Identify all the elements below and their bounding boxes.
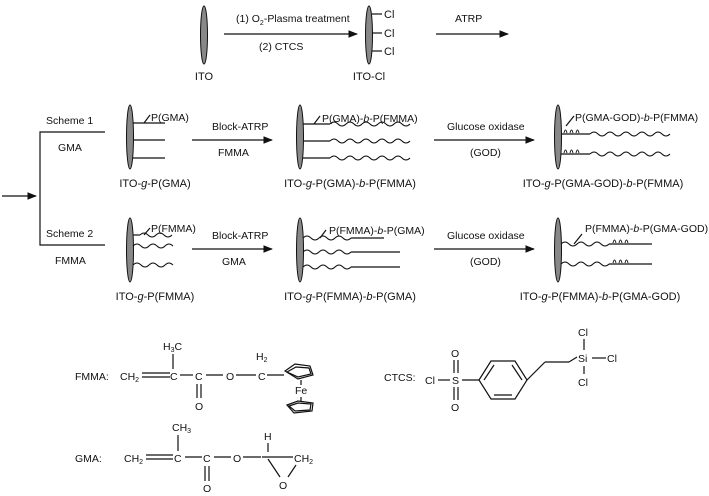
block-atrp-label: Block-ATRP [212, 230, 268, 242]
ito-cl-substrate: Cl Cl Cl ITO-Cl [353, 5, 394, 83]
atrp-label: ATRP [455, 13, 482, 25]
gma-name-label: GMA: [75, 453, 102, 465]
scheme2-ito-g-pfmma-b-pgma: P(FMMA)-b-P(GMA) ITO-g-P(FMMA)-b-P(GMA) [284, 217, 425, 303]
atrp-arrow: ATRP [436, 13, 509, 38]
pgma-chain-label: P(GMA) [151, 112, 189, 124]
ito-substrate: ITO [195, 5, 214, 83]
ch2-atom: CH2 [120, 371, 139, 384]
scheme1-ito-g-pgma-b-pfmma: P(GMA)-b-P(FMMA) ITO-g-P(GMA)-b-P(FMMA) [284, 104, 418, 190]
carbonyl-oxygen-atom: O [203, 483, 211, 495]
epoxide-h-atom: H [264, 431, 272, 443]
scheme2-ito-g-pfmma-b-pgmagod: P(FMMA)-b-P(GMA-GOD) ITO-g-P(FMMA)-b-P(G… [520, 217, 708, 303]
god-label: (GOD) [470, 147, 501, 159]
ester-oxygen-atom: O [226, 371, 234, 383]
chlorine-atom: Cl [578, 377, 588, 389]
methylene-carbon-atom: C [258, 371, 266, 383]
ito-label: ITO [195, 71, 214, 83]
god-label: (GOD) [470, 256, 501, 268]
chlorine-atom: Cl [578, 327, 588, 339]
scheme2-label: Scheme 2 [46, 228, 93, 240]
pgma-b-pfmma-chain-label: P(GMA)-b-P(FMMA) [322, 113, 418, 125]
benzene-ring-icon [478, 360, 528, 400]
block-atrp-label: Block-ATRP [212, 121, 268, 133]
fmma-structure: FMMA: CH2 C H3C C O O C H2 Fe [75, 341, 314, 414]
ito-electrode-icon [126, 217, 134, 283]
gma-reagent-label: GMA [222, 256, 246, 268]
scheme1-monomer-label: GMA [58, 142, 82, 154]
glucose-oxidase-label: Glucose oxidase [447, 230, 525, 242]
ester-oxygen-atom: O [233, 453, 241, 465]
iron-atom: Fe [295, 385, 307, 397]
silicon-atom: Si [578, 353, 587, 365]
branch-connector: Scheme 1 GMA Scheme 2 FMMA [2, 115, 105, 267]
ferrocene-icon: Fe [283, 363, 314, 414]
ito-electrode-icon [554, 217, 562, 283]
ito-g-pfmma-label: ITO-g-P(FMMA) [116, 291, 195, 303]
ito-electrode-icon [296, 104, 304, 170]
fmma-name-label: FMMA: [75, 371, 109, 383]
ctcs-structure: CTCS: Cl S O O Si Cl Cl Cl [384, 327, 617, 414]
ctcs-condition-label: (2) CTCS [259, 41, 303, 53]
methyl-group: H3C [163, 341, 183, 354]
cl-atom-label: Cl [384, 28, 394, 40]
methylene-hydrogens: H2 [256, 351, 268, 364]
ito-cl-label: ITO-Cl [353, 71, 385, 83]
epoxide-ch2-atom: CH2 [294, 453, 313, 466]
ito-g-pfmma-b-pgma-label: ITO-g-P(FMMA)-b-P(GMA) [284, 291, 416, 303]
glucose-oxidase-label: Glucose oxidase [447, 121, 525, 133]
alpha-carbon-atom: C [174, 453, 182, 465]
scheme2-block-atrp-arrow: Block-ATRP GMA [192, 230, 273, 268]
plasma-condition-label: (1) O2-Plasma treatment [236, 13, 350, 27]
scheme1-ito-g-pgmagod-b-pfmma: P(GMA-GOD)-b-P(FMMA) ITO-g-P(GMA-GOD)-b-… [523, 104, 698, 190]
scheme2-monomer-label: FMMA [55, 255, 86, 267]
sulfur-atom: S [452, 375, 459, 387]
pfmma-b-pgmagod-chain-label: P(FMMA)-b-P(GMA-GOD) [585, 223, 708, 235]
scheme1-label: Scheme 1 [46, 115, 93, 127]
cl-atom-label: Cl [384, 9, 394, 21]
chlorine-atom: Cl [425, 375, 435, 387]
ctcs-name-label: CTCS: [384, 372, 416, 384]
epoxide-oxygen-atom: O [279, 480, 287, 492]
carbonyl-oxygen-atom: O [195, 401, 203, 413]
sulfonyl-oxygen-atom: O [451, 348, 459, 360]
ito-electrode-icon [200, 5, 208, 65]
scheme1-block-atrp-arrow: Block-ATRP FMMA [192, 121, 273, 159]
pfmma-chain-label: P(FMMA) [151, 223, 196, 235]
scheme1-ito-g-pgma: P(GMA) ITO-g-P(GMA) [119, 104, 191, 190]
ito-g-pgma-label: ITO-g-P(GMA) [119, 178, 190, 190]
carbonyl-carbon-atom: C [195, 371, 203, 383]
sulfonyl-oxygen-atom: O [451, 402, 459, 414]
gma-structure: GMA: CH2 C CH3 C O O H CH2 O [75, 422, 313, 495]
pgmagod-b-pfmma-chain-label: P(GMA-GOD)-b-P(FMMA) [575, 112, 698, 124]
ito-electrode-icon [126, 104, 134, 170]
chlorine-atom: Cl [607, 353, 617, 365]
scheme1-god-arrow: Glucose oxidase (GOD) [434, 121, 535, 159]
ch2-atom: CH2 [124, 453, 143, 466]
plasma-ctcs-arrow: (1) O2-Plasma treatment (2) CTCS [224, 13, 358, 53]
fmma-reagent-label: FMMA [218, 147, 249, 159]
ito-g-pgmagod-b-pfmma-label: ITO-g-P(GMA-GOD)-b-P(FMMA) [523, 178, 684, 190]
ito-electrode-icon [365, 5, 373, 65]
ito-g-pgma-b-pfmma-label: ITO-g-P(GMA)-b-P(FMMA) [284, 178, 416, 190]
cl-atom-label: Cl [384, 46, 394, 58]
scheme2-ito-g-pfmma: P(FMMA) ITO-g-P(FMMA) [116, 217, 196, 303]
alpha-carbon-atom: C [170, 371, 178, 383]
ito-g-pfmma-b-pgmagod-label: ITO-g-P(FMMA)-b-P(GMA-GOD) [520, 291, 681, 303]
ito-electrode-icon [554, 104, 562, 170]
methyl-group: CH3 [172, 422, 191, 435]
carbonyl-carbon-atom: C [203, 453, 211, 465]
scheme2-god-arrow: Glucose oxidase (GOD) [434, 230, 535, 268]
ito-electrode-icon [296, 217, 304, 283]
pfmma-b-pgma-chain-label: P(FMMA)-b-P(GMA) [329, 225, 425, 237]
